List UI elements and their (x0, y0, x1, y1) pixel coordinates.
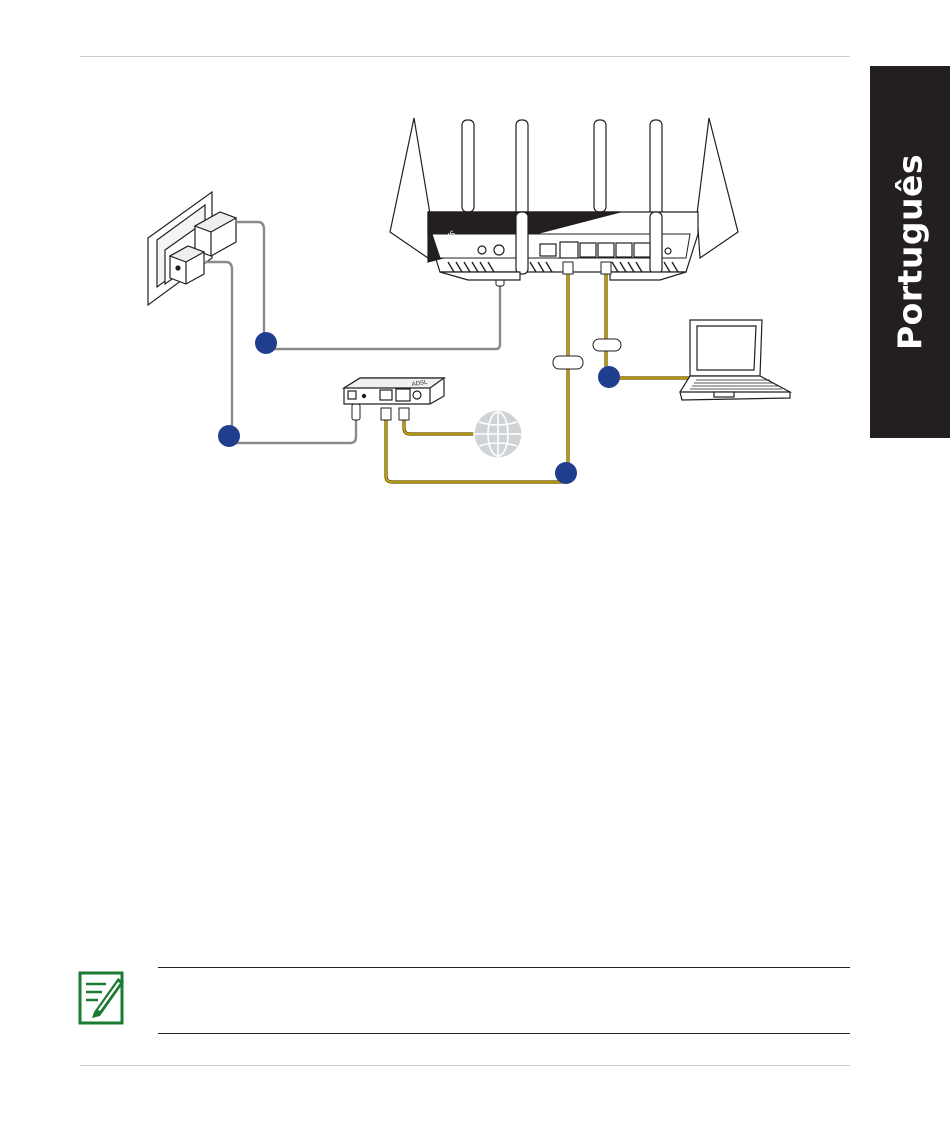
cable-tag (553, 339, 621, 369)
footer-rule (80, 1065, 850, 1066)
modem-icon (344, 378, 444, 404)
ethernet-cable (386, 268, 690, 482)
note-icon (78, 968, 126, 1026)
router-icon (390, 118, 738, 280)
globe-icon (474, 410, 522, 458)
note-rule-top (158, 967, 850, 968)
step-marker (218, 332, 620, 484)
note-rule-bottom (158, 1033, 850, 1034)
laptop-icon (680, 320, 790, 400)
connection-diagram: ASUS ADSL (0, 0, 950, 520)
